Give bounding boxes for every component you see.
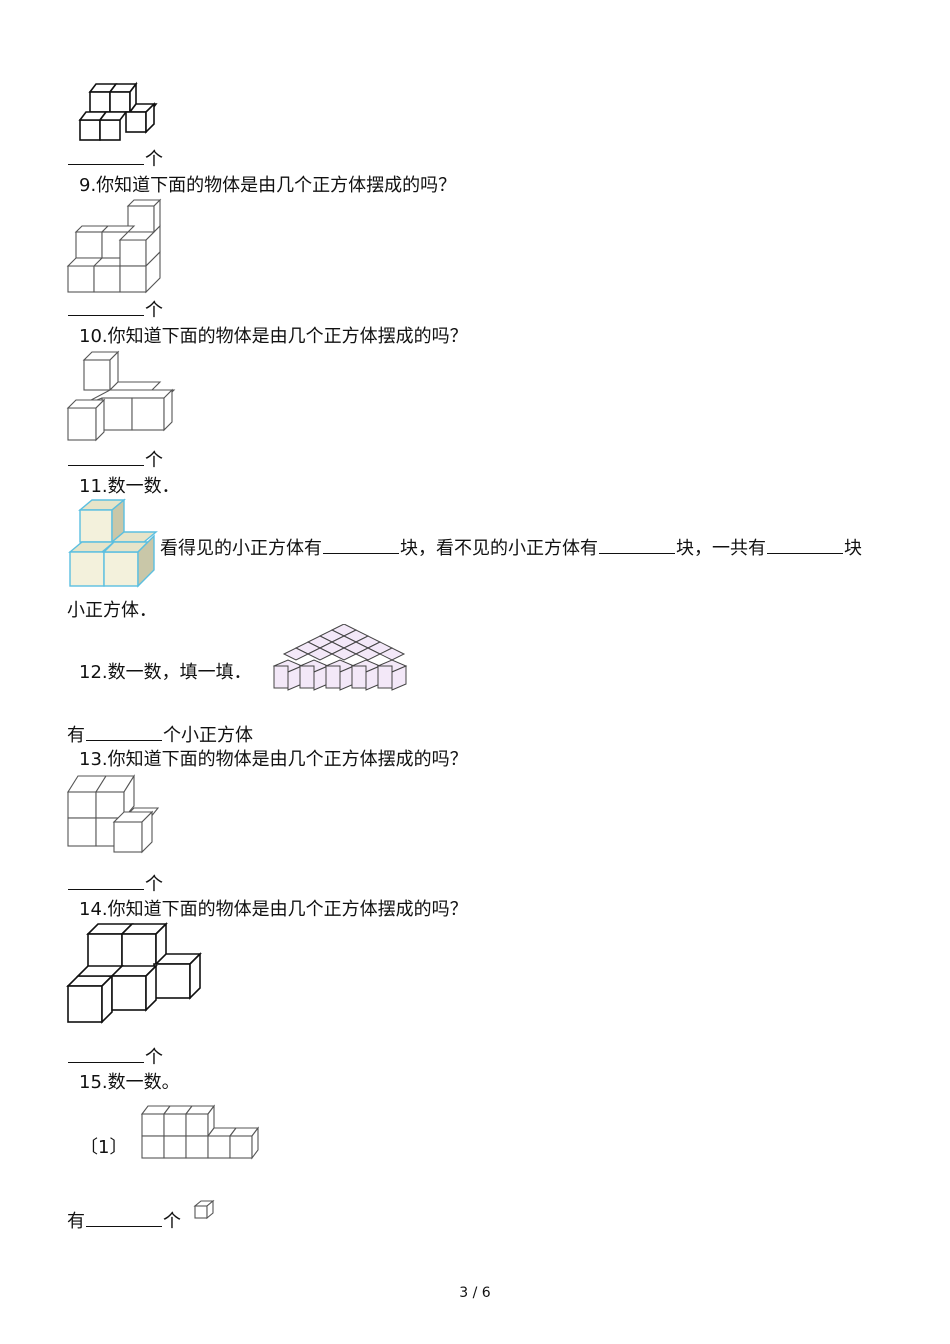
blank[interactable] xyxy=(68,299,144,316)
q11-cube-figure xyxy=(68,498,160,594)
answer-line-a: 个 xyxy=(67,148,163,171)
q14-cube-figure xyxy=(66,920,204,1030)
blank[interactable] xyxy=(68,449,144,466)
q9-cube-figure xyxy=(66,198,166,300)
blank[interactable] xyxy=(68,148,144,165)
blank-total-count[interactable] xyxy=(767,537,843,554)
q14-title: 14.你知道下面的物体是由几个正方体摆成的吗？ xyxy=(79,899,468,920)
blank[interactable] xyxy=(86,724,162,741)
q11-title: 11.数一数． xyxy=(79,476,180,497)
small-cube-icon xyxy=(192,1198,218,1226)
q15-title: 15.数一数。 xyxy=(79,1072,180,1093)
q10-answer-line: 个 xyxy=(67,449,163,472)
q12-cube-figure xyxy=(272,623,410,698)
q15-cube-figure xyxy=(138,1100,268,1170)
blank[interactable] xyxy=(68,1046,144,1063)
q10-cube-figure xyxy=(66,348,178,448)
blank[interactable] xyxy=(86,1210,162,1227)
page-number: 3 / 6 xyxy=(459,1285,491,1301)
q12-answer-line: 有个小正方体 xyxy=(67,724,253,746)
blank[interactable] xyxy=(68,873,144,890)
cube-figure-a xyxy=(76,78,166,148)
q11-line2: 小正方体． xyxy=(67,600,157,621)
q13-title: 13.你知道下面的物体是由几个正方体摆成的吗？ xyxy=(79,749,468,770)
q14-answer-line: 个 xyxy=(67,1046,163,1069)
q11-question-line: 看得见的小正方体有块，看不见的小正方体有块，一共有块 xyxy=(160,537,862,559)
q10-title: 10.你知道下面的物体是由几个正方体摆成的吗？ xyxy=(79,326,468,347)
blank-hidden-count[interactable] xyxy=(599,537,675,554)
q12-title: 12.数一数，填一填． xyxy=(79,662,252,683)
q15-sub-label: 〔1〕 xyxy=(80,1137,128,1158)
q15-answer-line: 有个 xyxy=(67,1210,181,1232)
q9-answer-line: 个 xyxy=(67,299,163,322)
q13-cube-figure xyxy=(66,770,164,860)
blank-visible-count[interactable] xyxy=(323,537,399,554)
q13-answer-line: 个 xyxy=(67,873,163,896)
q9-title: 9.你知道下面的物体是由几个正方体摆成的吗？ xyxy=(79,175,457,196)
